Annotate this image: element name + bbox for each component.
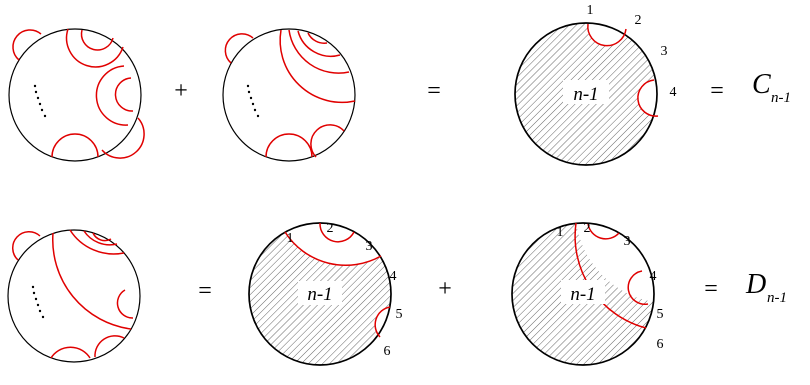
row1-disk-2-arcs (224, 29, 356, 158)
row2-a-label-1: 1 (287, 231, 294, 246)
row2-b-label-2: 2 (584, 221, 591, 236)
row1-equals-1: = (427, 78, 441, 104)
row2-b-label-5: 5 (657, 307, 664, 322)
row1-equals-2: = (710, 78, 724, 104)
row2-result-symbol: D (745, 269, 766, 300)
row1-hatched-disk: n-1 1 2 3 4 (514, 3, 677, 166)
row2-b-label-6: 6 (657, 337, 664, 352)
row1-disk-2 (222, 28, 356, 162)
row1-inner-label: n-1 (573, 84, 598, 105)
row2-hatched-disk-a-arcs (284, 222, 391, 338)
row2-equals-1: = (198, 278, 212, 304)
row2-equals-2: = (704, 276, 718, 302)
row2-hatched-disk-b: n-1 1 2 3 4 5 6 (511, 221, 664, 366)
row1-disk-1 (8, 28, 145, 162)
row1-result-subscript: n-1 (771, 90, 791, 106)
row2-a-label-6: 6 (384, 344, 391, 359)
row1-disk-2-ellipsis (246, 84, 260, 118)
row2-inner-label-a: n-1 (307, 284, 332, 305)
row2-a-label-5: 5 (396, 307, 403, 322)
row2-disk-1-arcs (11, 229, 134, 359)
row1-plus: + (174, 78, 188, 104)
row2-hatched-disk-a: n-1 1 2 3 4 5 6 (248, 221, 403, 366)
row2-a-label-4: 4 (390, 269, 397, 284)
row2-disk-1-ellipsis (31, 285, 45, 319)
row2-a-label-2: 2 (327, 221, 334, 236)
row2-inner-label-b: n-1 (570, 284, 595, 305)
row1-label-3: 3 (661, 44, 668, 59)
row2-b-label-1: 1 (557, 225, 564, 240)
row1-result-symbol: C (752, 69, 771, 100)
row2-b-label-3: 3 (624, 234, 631, 249)
row1-label-1: 1 (587, 3, 594, 18)
row1-label-2: 2 (635, 13, 642, 28)
row1-disk-1-arcs (12, 28, 145, 159)
row2-inner-label-b-bg (561, 280, 605, 304)
row2-hatched-disk-b-cutouts (576, 223, 654, 302)
row2-inner-label-a-bg (298, 281, 342, 305)
row2-b-label-4: 4 (650, 269, 657, 284)
row1-inner-label-bg (563, 80, 609, 104)
row1-hatched-disk-arcs (587, 23, 659, 117)
row2-plus: + (438, 276, 452, 302)
row2-result-subscript: n-1 (767, 290, 787, 306)
row2-a-label-3: 3 (366, 239, 373, 254)
row1-disk-1-ellipsis (33, 84, 47, 118)
row2-disk-1 (7, 229, 141, 363)
row1-label-4: 4 (670, 85, 677, 100)
